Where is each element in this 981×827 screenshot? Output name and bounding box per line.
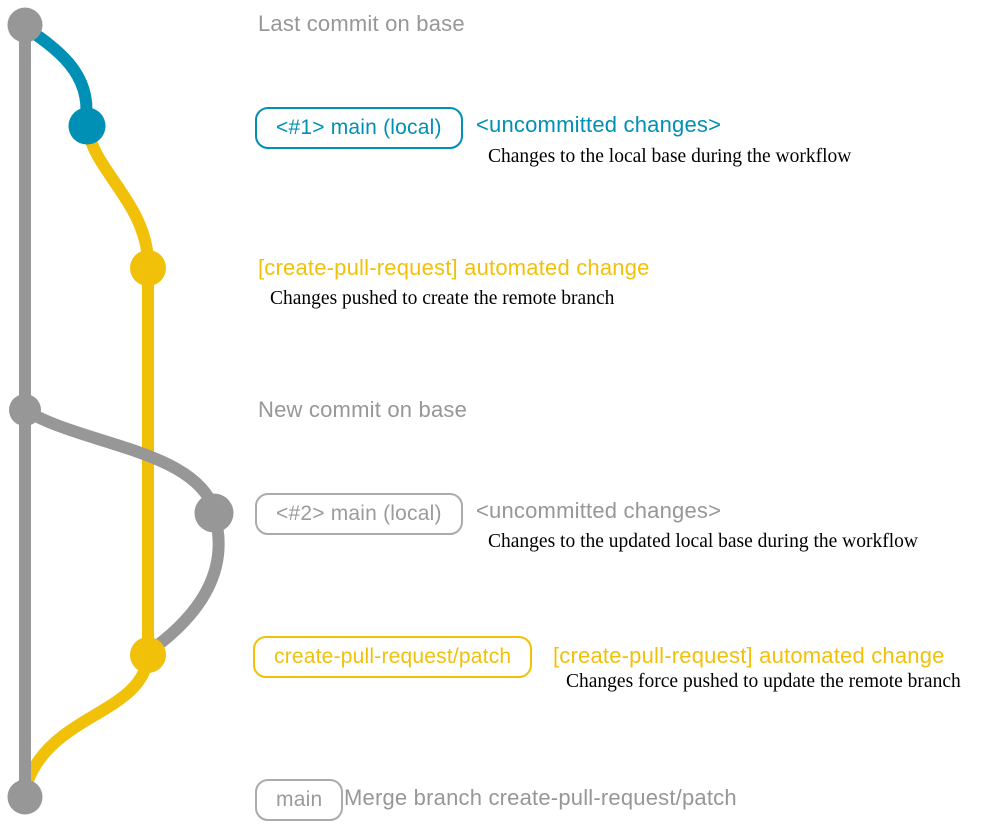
branch-label-main-local-2: <#2> main (local) <box>255 493 463 535</box>
branch-line-local2-from-base <box>19 404 218 510</box>
branch-line-patch-merge-into-base <box>21 650 154 789</box>
annotation-local-base-changes: Changes to the local base during the wor… <box>488 146 852 167</box>
branch-line-patch-from-local1 <box>81 120 154 264</box>
commit-message-automated-1: [create-pull-request] automated change <box>258 255 650 280</box>
branch-line-local2-into-patch <box>144 507 225 657</box>
commit-dot-local2 <box>194 493 234 533</box>
branch-label-main-local-1: <#1> main (local) <box>255 107 463 149</box>
commit-message-automated-2: [create-pull-request] automated change <box>553 643 945 668</box>
commit-dot-automated2 <box>130 637 166 673</box>
annotation-push-create-remote: Changes pushed to create the remote bran… <box>270 288 615 309</box>
commit-message-merge: Merge branch create-pull-request/patch <box>344 785 737 810</box>
commit-dot-local1 <box>68 107 106 145</box>
annotation-force-push-update-remote: Changes force pushed to update the remot… <box>566 671 961 692</box>
commit-message-uncommitted-1: <uncommitted changes> <box>476 112 722 137</box>
branch-line-local1-from-base <box>19 21 93 124</box>
branch-label-main: main <box>255 779 344 821</box>
commit-message-uncommitted-2: <uncommitted changes> <box>476 498 722 523</box>
commit-dot-last-base <box>7 7 43 43</box>
annotation-updated-local-base-changes: Changes to the updated local base during… <box>488 531 918 552</box>
commit-dot-automated1 <box>130 250 166 286</box>
branch-label-create-pull-request-patch: create-pull-request/patch <box>253 636 533 678</box>
commit-dot-merge <box>7 779 43 815</box>
commit-message-last-base: Last commit on base <box>258 11 465 36</box>
commit-message-new-base: New commit on base <box>258 397 468 422</box>
commit-dot-new-base <box>9 394 41 426</box>
